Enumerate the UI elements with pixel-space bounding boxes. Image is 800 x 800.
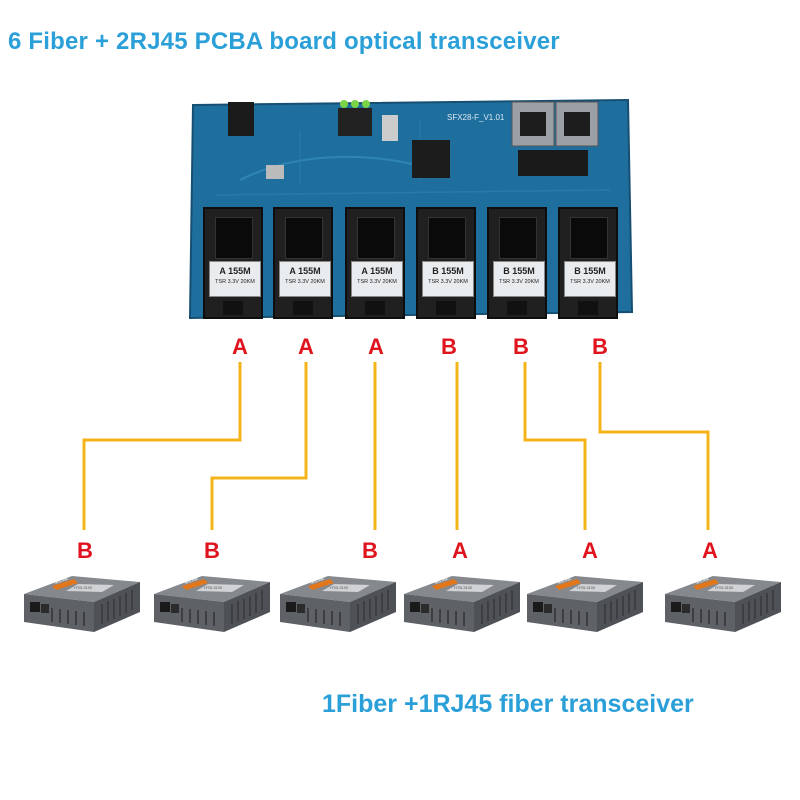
module-label-title: A 155M xyxy=(289,266,321,276)
module-label-title: B 155M xyxy=(574,266,606,276)
silkscreen-label: SFX28-F_V1.01 xyxy=(447,113,505,122)
module-label: B 155M TSR 3.3V 20KM xyxy=(422,261,474,297)
fiber-port-socket xyxy=(357,217,395,259)
fiber-link-6 xyxy=(598,362,710,530)
module-label-title: A 155M xyxy=(361,266,393,276)
sfp-module: B 155M TSR 3.3V 20KM xyxy=(416,207,476,319)
dc-jack xyxy=(228,102,254,136)
board-port-label: B xyxy=(592,334,608,359)
module-label-spec: TSR 3.3V 20KM xyxy=(428,279,468,285)
converter-port-label: A xyxy=(582,538,598,563)
converter-model-label: HTB-3100 xyxy=(715,585,734,590)
converter-port-label: B xyxy=(204,538,220,563)
converter-model-label: HTB-3100 xyxy=(204,585,223,590)
sfp-module: A 155M TSR 3.3V 20KM xyxy=(203,207,263,319)
converter-port-label: A xyxy=(702,538,718,563)
board-port-label: B xyxy=(441,334,457,359)
board-port-label: A xyxy=(368,334,384,359)
converter-port-label: B xyxy=(77,538,93,563)
module-label: B 155M TSR 3.3V 20KM xyxy=(564,261,616,297)
module-label-title: B 155M xyxy=(432,266,464,276)
fiber-port-socket xyxy=(570,217,608,259)
fiber-link-1 xyxy=(82,362,242,530)
board-port-label: A xyxy=(298,334,314,359)
module-label: A 155M TSR 3.3V 20KM xyxy=(351,261,403,297)
module-label: B 155M TSR 3.3V 20KM xyxy=(493,261,545,297)
fiber-connections xyxy=(82,362,710,530)
module-label-spec: TSR 3.3V 20KM xyxy=(357,279,397,285)
rj45-ports xyxy=(511,101,599,176)
module-label: A 155M TSR 3.3V 20KM xyxy=(279,261,331,297)
module-label-spec: TSR 3.3V 20KM xyxy=(285,279,325,285)
fiber-port-socket xyxy=(499,217,537,259)
fiber-port-socket xyxy=(215,217,253,259)
module-label-spec: TSR 3.3V 20KM xyxy=(570,279,610,285)
converter-port-label: A xyxy=(452,538,468,563)
converter-port-label: B xyxy=(362,538,378,563)
diagram-title: 6 Fiber + 2RJ45 PCBA board optical trans… xyxy=(8,28,560,55)
converter-model-label: HTB-3100 xyxy=(74,585,93,590)
module-label-spec: TSR 3.3V 20KM xyxy=(215,279,255,285)
sfp-module: A 155M TSR 3.3V 20KM xyxy=(345,207,405,319)
sfp-module: B 155M TSR 3.3V 20KM xyxy=(558,207,618,319)
footer-title: 1Fiber +1RJ45 fiber transceiver xyxy=(322,690,694,718)
led-indicators xyxy=(338,100,372,136)
converter-model-label: HTB-3100 xyxy=(330,585,349,590)
main-chip xyxy=(412,140,450,178)
converter-model-label: HTB-3100 xyxy=(454,585,473,590)
fiber-link-2 xyxy=(210,362,308,530)
module-label: A 155M TSR 3.3V 20KM xyxy=(209,261,261,297)
fiber-port-socket xyxy=(285,217,323,259)
fiber-port-socket xyxy=(428,217,466,259)
converter-model-label: HTB-3100 xyxy=(577,585,596,590)
sfp-module: B 155M TSR 3.3V 20KM xyxy=(487,207,547,319)
module-label-title: B 155M xyxy=(503,266,535,276)
board-port-label: A xyxy=(232,334,248,359)
board-port-label: B xyxy=(513,334,529,359)
module-label-spec: TSR 3.3V 20KM xyxy=(499,279,539,285)
sfp-module: A 155M TSR 3.3V 20KM xyxy=(273,207,333,319)
module-label-title: A 155M xyxy=(219,266,251,276)
fiber-link-5 xyxy=(523,362,587,530)
